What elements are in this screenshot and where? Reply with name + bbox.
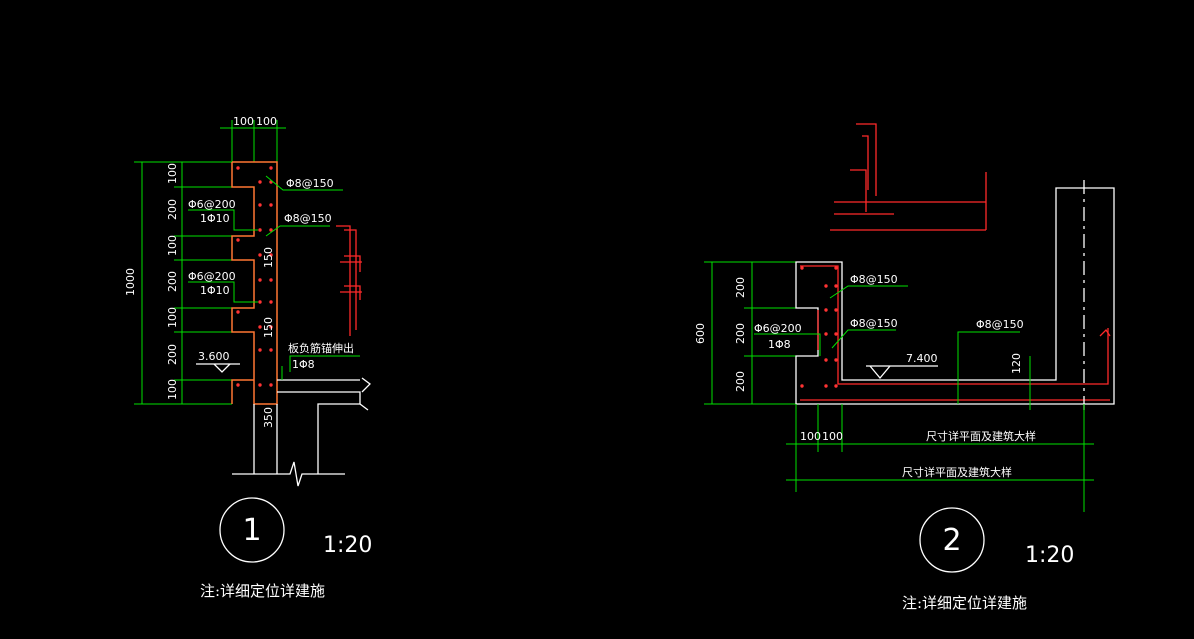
d2-number: 2 — [942, 523, 961, 558]
d2-bottom-0: 100 — [800, 430, 821, 443]
d1-slab-bar: 1Φ8 — [292, 358, 315, 371]
d2-dim-2: 200 — [734, 371, 747, 392]
d1-stirrup-a: Φ6@200 — [188, 198, 236, 211]
d2-rebar-sketch — [830, 123, 987, 231]
dim-left-4: 100 — [166, 307, 179, 328]
d2-rebar-a: Φ8@150 — [850, 273, 898, 286]
dim-top-2: 100 — [256, 115, 277, 128]
d2-bottom-1: 100 — [822, 430, 843, 443]
d1-dim-350: 350 — [262, 407, 275, 428]
detail-1: 100 100 1000 100 200 100 200 100 200 100 — [124, 115, 372, 600]
d1-number: 1 — [242, 513, 261, 548]
d2-dim-note-1: 尺寸详平面及建筑大样 — [926, 429, 1036, 443]
d1-scale: 1:20 — [323, 533, 372, 558]
d2-rebar-c: Φ8@150 — [976, 318, 1024, 331]
d2-stirrup: Φ6@200 — [754, 322, 802, 335]
dim-left-3: 200 — [166, 271, 179, 292]
dim-left-2: 100 — [166, 235, 179, 256]
dim-left-0: 100 — [166, 163, 179, 184]
dim-left-6: 100 — [166, 379, 179, 400]
d2-dim-0: 200 — [734, 277, 747, 298]
d1-bar-a: 1Φ10 — [200, 212, 230, 225]
d2-rebar-b: Φ8@150 — [850, 317, 898, 330]
d1-rebar-mid: Φ8@150 — [284, 212, 332, 225]
rebar-dots-2 — [800, 266, 838, 388]
dim-left-5: 200 — [166, 344, 179, 365]
d1-dim-150b: 150 — [262, 317, 275, 338]
d2-dim-1: 200 — [734, 323, 747, 344]
d1-bar-b: 1Φ10 — [200, 284, 230, 297]
detail-2: 600 200 200 200 Φ8@150 Φ8@150 Φ8@150 Φ6@… — [694, 123, 1115, 612]
d2-dim-total: 600 — [694, 323, 707, 344]
dim-left-1: 200 — [166, 199, 179, 220]
d1-dim-150a: 150 — [262, 247, 275, 268]
rebar-dots-1 — [236, 166, 273, 387]
d1-slab-note: 板负筋锚伸出 — [288, 341, 354, 355]
d2-note: 注:详细定位详建施 — [902, 594, 1027, 612]
dim-left-total: 1000 — [124, 268, 137, 296]
d1-elevation: 3.600 — [198, 350, 230, 363]
d2-elevation: 7.400 — [906, 352, 938, 365]
d1-rebar-top: Φ8@150 — [286, 177, 334, 190]
d2-bar: 1Φ8 — [768, 338, 791, 351]
d1-note: 注:详细定位详建施 — [200, 582, 325, 600]
d2-dim-note-2: 尺寸详平面及建筑大样 — [902, 465, 1012, 479]
d2-scale: 1:20 — [1025, 543, 1074, 568]
d1-stirrup-b: Φ6@200 — [188, 270, 236, 283]
dim-top-1: 100 — [233, 115, 254, 128]
d2-dim-120: 120 — [1010, 353, 1023, 374]
